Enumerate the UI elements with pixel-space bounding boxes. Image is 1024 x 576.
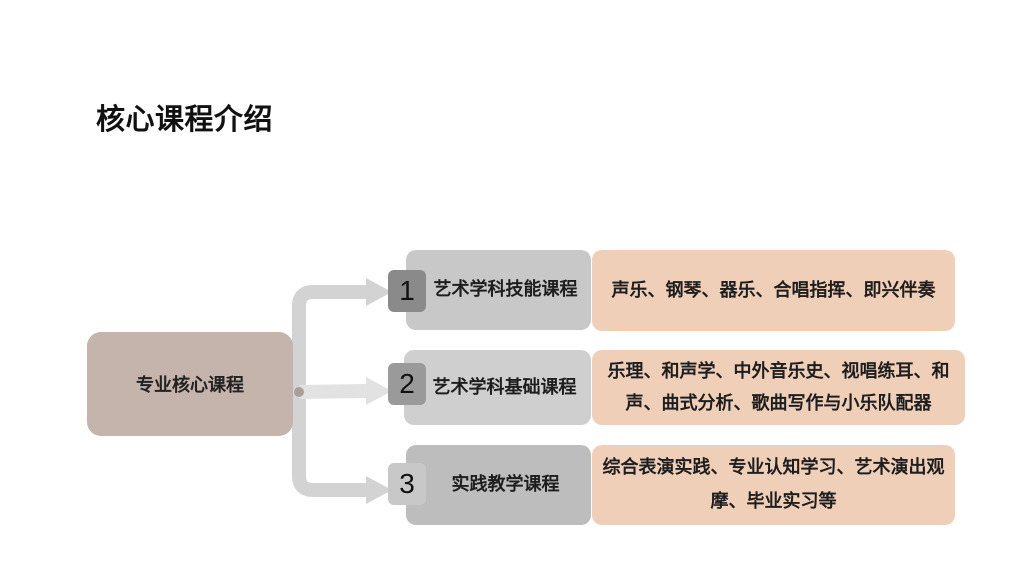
category-label-3: 实践教学课程 (451, 474, 560, 495)
arrow-head-3 (366, 476, 392, 504)
arrow-head-2 (366, 377, 392, 405)
branch-junction (294, 387, 304, 397)
category-box-3: 实践教学课程 (406, 445, 591, 525)
root-node: 专业核心课程 (87, 332, 293, 436)
number-badge-3: 3 (388, 463, 426, 505)
branch-arrow-1 (292, 285, 366, 392)
branch-arrow-3 (292, 392, 366, 497)
category-label-1: 艺术学科技能课程 (433, 279, 578, 300)
page-title: 核心课程介绍 (96, 102, 274, 136)
category-label-2: 艺术学科基础课程 (432, 376, 577, 398)
number-badge-1: 1 (388, 270, 426, 312)
course-list-2: 乐理、和声学、中外音乐史、视唱练耳、和声、曲式分析、歌曲写作与小乐队配器 (592, 350, 965, 425)
course-list-1: 声乐、钢琴、器乐、合唱指挥、即兴伴奏 (592, 250, 955, 331)
course-list-3: 综合表演实践、专业认知学习、艺术演出观摩、毕业实习等 (592, 445, 955, 525)
category-box-1: 艺术学科技能课程 (406, 250, 591, 330)
category-box-2: 艺术学科基础课程 (404, 350, 591, 425)
number-badge-2: 2 (388, 363, 426, 405)
arrow-head-1 (366, 278, 392, 306)
branch-arrow-2 (298, 384, 367, 399)
